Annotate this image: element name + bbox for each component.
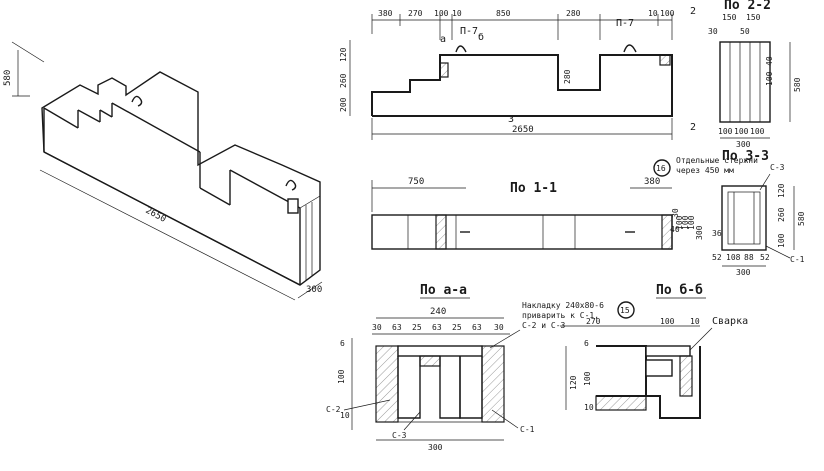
s22-side-40: 40	[765, 56, 774, 66]
section-bb-dim-10: 10	[690, 317, 700, 326]
section-aa-d1: 63	[392, 323, 402, 332]
section-33-width: 300	[736, 268, 751, 277]
section-33-side-36: 36	[712, 229, 722, 238]
section-bb-left-6: 6	[584, 339, 589, 348]
s22-width: 300	[736, 140, 751, 149]
elev-left-120: 120	[339, 47, 348, 62]
plan-in-30: 30	[671, 208, 680, 218]
elev-dim-850: 850	[496, 9, 511, 18]
section-33-note-circle	[653, 159, 671, 177]
elev-mark-2-bottom: 2	[690, 122, 696, 133]
section-22-title: По 2-2	[724, 0, 771, 13]
section-bb-title: По б-б	[656, 283, 703, 298]
section-33-title: По 3-3	[722, 149, 769, 164]
elev-dim-280-notch: 280	[563, 69, 572, 84]
s22-height: 580	[793, 77, 802, 92]
section-aa-width: 300	[428, 443, 443, 452]
plan-in-100b: 100	[681, 215, 690, 230]
s22-bot-100c: 100	[750, 127, 765, 136]
s22-bot-100b: 100	[734, 127, 749, 136]
section-33-height: 580	[797, 211, 806, 226]
section-33-note-1: Отдельные стержни	[676, 156, 758, 165]
section-aa-c3: С-3	[392, 431, 407, 440]
isometric-view: 580 2650 300	[3, 41, 322, 301]
iso-height-dim: 580	[3, 70, 13, 86]
section-aa-note-num: 15	[620, 306, 630, 315]
section-aa-left-100: 100	[337, 369, 346, 384]
section-33-side-120: 120	[777, 183, 786, 198]
section-bb-weld: Сварка	[712, 316, 748, 327]
section-aa-left-6: 6	[340, 339, 345, 348]
section-aa-dim-240: 240	[430, 307, 446, 317]
s22-side-50: 50	[740, 27, 750, 36]
section-a-a: По а-а 240 30 63 25 63 25 63 30 15 Накла…	[326, 283, 635, 452]
section-33-side-260: 260	[777, 207, 786, 222]
section-33-c3: С-3	[770, 163, 785, 172]
elev-dim-270: 270	[408, 9, 423, 18]
section-33-c1: С-1	[790, 255, 805, 264]
elev-p7-right: П-7	[616, 18, 634, 29]
section-aa-d6: 30	[494, 323, 504, 332]
iso-length-dim: 2650	[144, 206, 168, 225]
section-3-3: 16 Отдельные стержни через 450 мм По 3-3…	[653, 149, 806, 277]
elevation-view: 380 270 100 10 850 280 10 100 П-7 П-7 а …	[339, 6, 696, 140]
section-bb-left-100: 100	[583, 371, 592, 386]
section-33-bot-52a: 52	[712, 253, 722, 262]
section-aa-dims: 30 63 25 63 25 63 30	[372, 323, 504, 332]
section-33-note-num: 16	[656, 164, 666, 173]
section-b-b: По б-б 270 100 10 Сварка 6 100 120 10	[560, 283, 748, 419]
elev-total-dim: 2650	[512, 125, 534, 135]
elev-dim-10b: 10	[648, 9, 658, 18]
s22-bot-100a: 100	[718, 127, 733, 136]
section-aa-c2: С-2	[326, 405, 341, 414]
plan-in-100c: 100	[687, 215, 696, 230]
elev-section-mark: 3	[508, 114, 514, 125]
section-aa-c1: С-1	[520, 425, 535, 434]
s22-top-150a: 150	[722, 13, 737, 22]
section-33-bot-88: 88	[744, 253, 754, 262]
section-aa-d2: 25	[412, 323, 422, 332]
section-33-side-100: 100	[777, 233, 786, 248]
elev-dim-10: 10	[452, 9, 462, 18]
section-bb-dim-270: 270	[586, 317, 601, 326]
section-aa-left-10: 10	[340, 411, 350, 420]
section-33-note-2: через 450 мм	[676, 166, 734, 175]
section-aa-note-2: приварить к С-1,	[522, 311, 599, 320]
elev-left-200: 200	[339, 97, 348, 112]
elev-dim-280: 280	[566, 9, 581, 18]
elev-mark-2-top: 2	[690, 6, 696, 17]
plan-title: По 1-1	[510, 181, 557, 196]
iso-width-dim: 300	[306, 285, 322, 295]
elev-dim-100: 100	[434, 9, 449, 18]
section-aa-title: По а-а	[420, 283, 467, 298]
section-33-bot-52b: 52	[760, 253, 770, 262]
section-2-2: По 2-2 150 150 30 50 40 100 580 100 100 …	[708, 0, 802, 149]
elev-dim-380: 380	[378, 9, 393, 18]
section-bb-dim-100: 100	[660, 317, 675, 326]
section-33-bot-108: 108	[726, 253, 741, 262]
section-aa-d4: 25	[452, 323, 462, 332]
s22-side-30: 30	[708, 27, 718, 36]
section-aa-d0: 30	[372, 323, 382, 332]
section-aa-note-1: Накладку 240х80-6	[522, 301, 604, 310]
s22-side-100: 100	[765, 71, 774, 86]
elev-p7-left: П-7	[460, 26, 478, 37]
elev-label-a: а	[440, 34, 446, 45]
elev-dim-100b: 100	[660, 9, 675, 18]
elev-left-260: 260	[339, 73, 348, 88]
s22-top-150b: 150	[746, 13, 761, 22]
section-bb-left-120: 120	[569, 375, 578, 390]
elev-label-b: б	[478, 31, 484, 43]
plan-dim-380: 380	[644, 177, 660, 187]
plan-dim-750: 750	[408, 177, 424, 187]
plan-in-40: 40	[670, 225, 680, 234]
section-aa-d3: 63	[432, 323, 442, 332]
plan-in-100a: 100	[675, 215, 684, 230]
section-bb-left-10: 10	[584, 403, 594, 412]
plan-in-300: 300	[695, 225, 704, 240]
plan-1-1: По 1-1 750 380 30 40 100 100 100 300	[371, 177, 704, 250]
section-aa-note-3: С-2 и С-3	[522, 321, 566, 330]
section-aa-d5: 63	[472, 323, 482, 332]
